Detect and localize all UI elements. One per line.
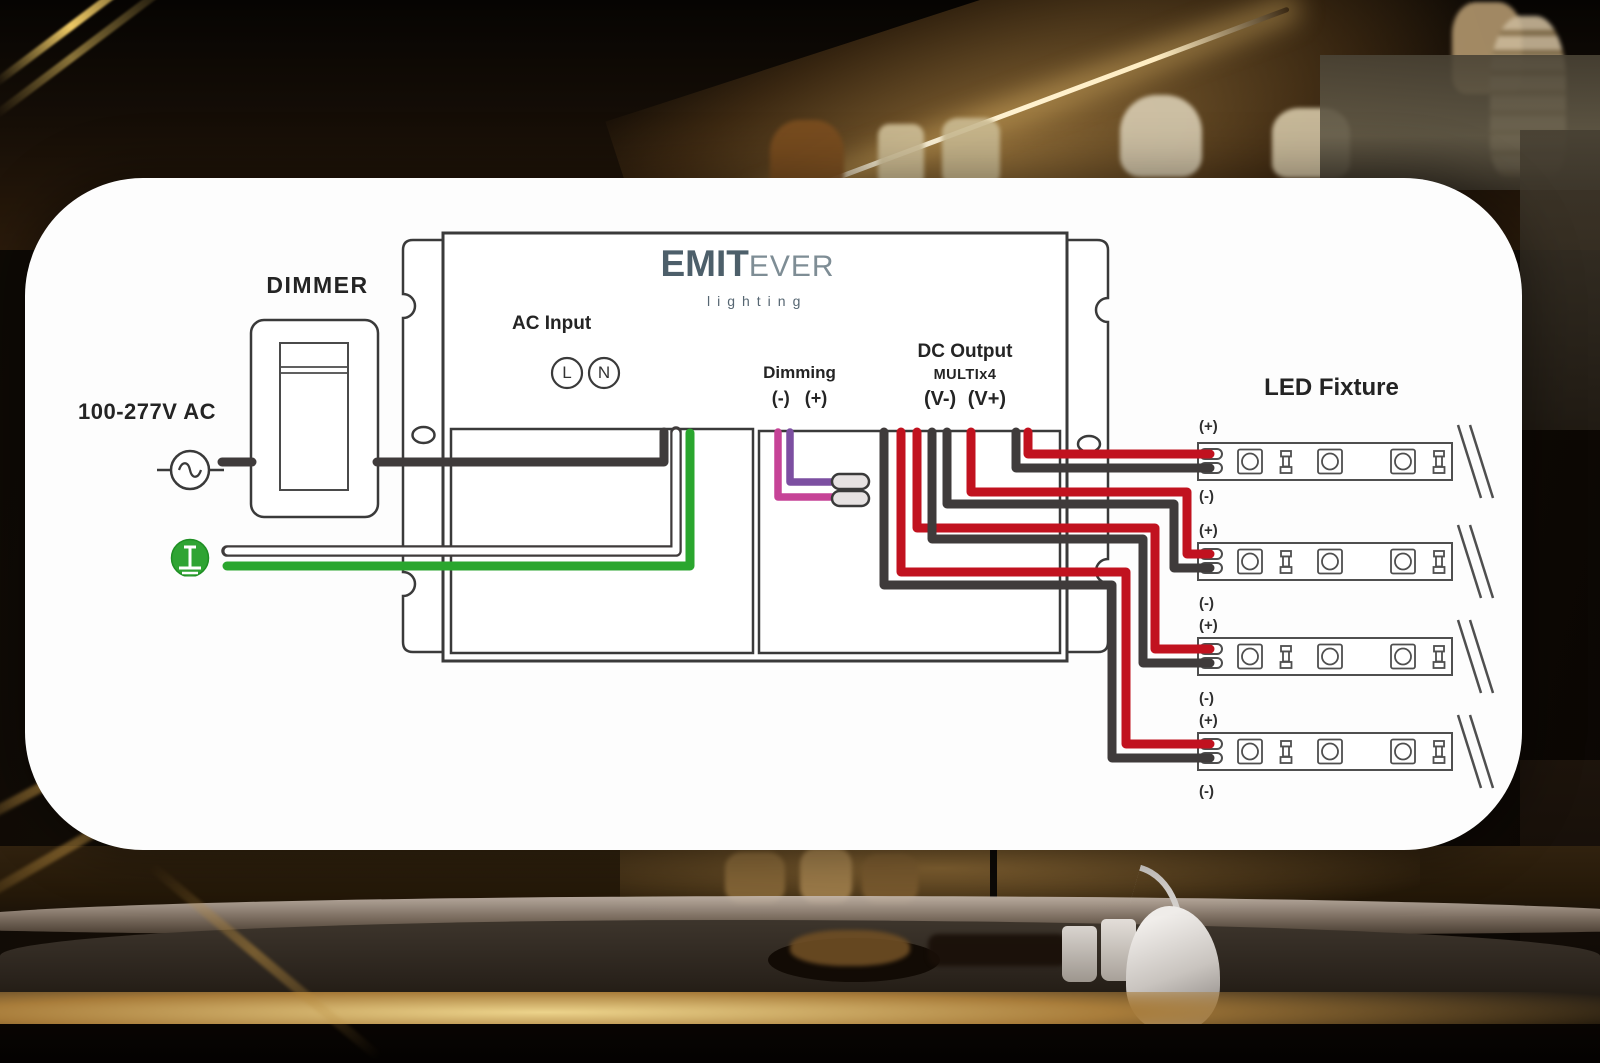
brand-tagline: lighting <box>707 293 808 309</box>
dc-wire-ch3-negative <box>927 427 1215 668</box>
dimming-connector <box>830 472 871 491</box>
dc-wire-ch4-negative <box>879 427 1215 763</box>
brand-bold: EMIT <box>660 243 749 284</box>
dimming-wire-positive <box>786 428 840 486</box>
strip4-minus-label: (-) <box>1199 783 1214 800</box>
dc-wire-ch1-negative <box>1011 427 1215 473</box>
strip2-minus-label: (-) <box>1199 595 1214 612</box>
dc-wire-ch2-negative <box>942 427 1215 573</box>
dimming-wire-negative <box>774 428 840 501</box>
brand-light: EVER <box>748 250 835 283</box>
led-strip-4 <box>1196 713 1495 790</box>
dc-wire-ch3-positive <box>912 427 1215 654</box>
strip4-plus-label: (+) <box>1199 712 1218 729</box>
mounting-flange-right <box>1067 238 1110 654</box>
mounting-flange-left <box>401 238 443 654</box>
terminal-n-label: N <box>597 363 611 382</box>
dimming-terminals-label: (-) (+) <box>771 388 828 408</box>
canister <box>878 124 924 188</box>
paper-cup <box>1062 926 1097 982</box>
ac-compartment <box>449 427 755 655</box>
screw-hole <box>411 425 436 445</box>
terminal-n-circle <box>587 356 621 390</box>
ac-input-label: AC Input <box>512 313 592 334</box>
bread <box>790 930 910 966</box>
line-wire-dimmer-to-driver <box>372 427 669 467</box>
ground-symbol <box>170 538 210 579</box>
counter-jar <box>862 854 918 904</box>
cabinet-base <box>0 1024 1600 1063</box>
strip1-plus-label: (+) <box>1199 418 1218 435</box>
terminal-l-label: L <box>562 363 572 382</box>
dc-wire-ch1-positive <box>1023 427 1215 459</box>
dimming-label: Dimming <box>763 363 836 382</box>
dimmer-label: DIMMER <box>266 272 369 298</box>
strip3-minus-label: (-) <box>1199 690 1214 707</box>
dimming-connector <box>830 489 871 508</box>
ground-wire <box>222 428 695 571</box>
dc-output-label: DC Output <box>917 341 1013 362</box>
strip2-plus-label: (+) <box>1199 522 1218 539</box>
dimmer-switch <box>249 318 380 519</box>
counter-jar <box>800 848 852 904</box>
background-right-edge <box>1520 130 1600 430</box>
chocolates <box>928 934 1068 966</box>
counter-jar <box>725 852 785 904</box>
dc-output-model: MULTIx4 <box>933 367 997 383</box>
ac-source-label: 100-277V AC <box>78 399 216 424</box>
driver-enclosure <box>441 231 1069 663</box>
led-strip-1 <box>1196 423 1495 500</box>
dc-output-terminals-label: (V-) (V+) <box>923 388 1007 410</box>
led-fixture-title: LED Fixture <box>1264 374 1399 401</box>
dc-wire-ch2-positive <box>966 427 1215 559</box>
canister <box>942 118 1000 188</box>
led-strip-3 <box>1196 618 1495 695</box>
neutral-wire <box>224 429 680 555</box>
strip3-plus-label: (+) <box>1199 617 1218 634</box>
strip1-minus-label: (-) <box>1199 488 1214 505</box>
ac-source-symbol <box>157 449 224 491</box>
terminal-l-circle <box>550 356 584 390</box>
brand-logo: EMITEVER <box>640 243 855 285</box>
faucet <box>990 848 997 898</box>
dc-wire-ch4-positive <box>896 427 1215 749</box>
led-strip-2 <box>1196 523 1495 600</box>
lidded-urn <box>1120 95 1202 177</box>
background-counter-scene <box>0 840 1600 1063</box>
